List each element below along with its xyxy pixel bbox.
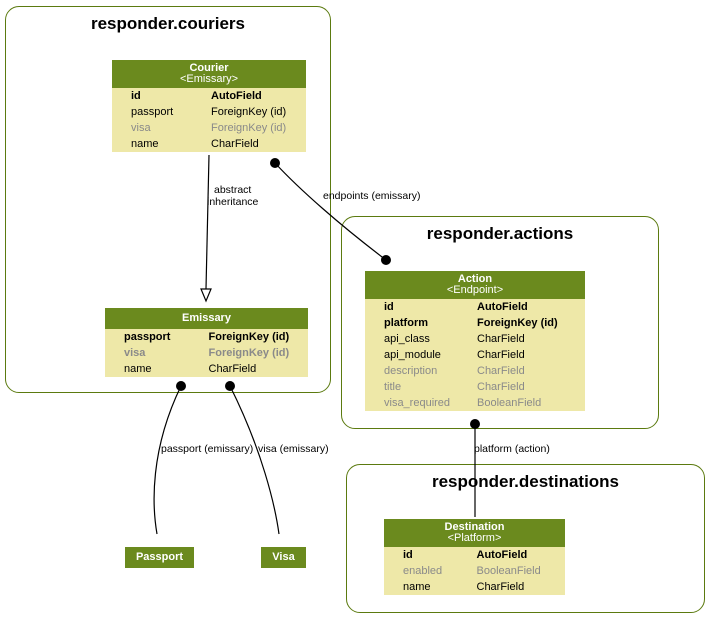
field-type: CharField (477, 365, 525, 377)
edge-endpoints (274, 162, 387, 261)
model-action[interactable]: Action <Endpoint> id AutoField platform For… (364, 270, 586, 412)
field-name: visa (124, 347, 146, 359)
edge-label-abstract: abstract inheritance (207, 184, 259, 208)
field-row: title CharField (365, 379, 585, 395)
field-type: ForeignKey (id) (208, 331, 290, 343)
inheritance-arrowhead (200, 288, 212, 303)
field-name: platform (384, 317, 428, 329)
field-type: ForeignKey (id) (211, 106, 287, 118)
edge-end-dot (225, 381, 235, 391)
field-name: passport (124, 331, 171, 343)
field-type: CharField (208, 363, 257, 375)
field-type: CharField (211, 138, 259, 150)
field-type: ForeignKey (id) (211, 122, 287, 134)
field-type: AutoField (211, 90, 262, 102)
edge-end-dot (270, 158, 280, 168)
field-name: visa (131, 122, 151, 134)
field-type: ForeignKey (id) (208, 347, 290, 359)
edge-label-visa: visa (emissary) (258, 443, 329, 455)
model-parent: <Endpoint> (446, 284, 504, 296)
field-name: description (384, 365, 438, 377)
field-type: BooleanField (476, 565, 541, 577)
field-row: passport ForeignKey (id) (112, 104, 306, 120)
model-visa[interactable]: Visa (260, 546, 307, 569)
field-name: passport (131, 106, 174, 118)
cluster-title-couriers: responder.couriers (90, 14, 245, 33)
cluster-title-actions: responder.actions (426, 224, 574, 243)
field-type: CharField (477, 381, 525, 393)
edge-label-platform: platform (action) (474, 443, 550, 455)
field-row: enabled BooleanField (384, 563, 565, 579)
model-name: Action (457, 273, 493, 285)
field-type: AutoField (476, 549, 528, 561)
field-type: ForeignKey (id) (477, 317, 558, 329)
field-name: name (124, 363, 152, 375)
edge-abstract-inheritance (205, 154, 210, 290)
model-header: Destination <Platform> (384, 519, 565, 547)
field-type: CharField (476, 581, 525, 593)
field-name: api_class (384, 333, 430, 345)
field-name: name (131, 138, 159, 150)
field-name: id (131, 90, 141, 102)
edge-end-dot (176, 381, 186, 391)
field-row: platform ForeignKey (id) (365, 315, 585, 331)
field-row: name CharField (105, 361, 308, 377)
edge-label-passport: passport (emissary) (161, 443, 254, 455)
model-header: Courier <Emissary> (112, 60, 306, 88)
model-fields: id AutoField enabled BooleanField name CharFi… (384, 547, 565, 595)
field-row: name CharField (384, 579, 565, 595)
model-passport[interactable]: Passport (124, 546, 195, 569)
field-type: CharField (477, 333, 525, 345)
field-name: title (384, 381, 402, 393)
field-row: api_module CharField (365, 347, 585, 363)
model-parent: <Emissary> (179, 73, 239, 85)
field-name: id (384, 301, 394, 313)
field-row: passport ForeignKey (id) (105, 329, 308, 345)
edge-passport (153, 385, 182, 535)
field-name: enabled (403, 565, 443, 577)
field-type: BooleanField (477, 397, 542, 409)
model-name: Courier (189, 62, 229, 74)
field-row: visa_required BooleanField (365, 395, 585, 411)
field-type: AutoField (477, 301, 528, 313)
edge-end-dot (470, 419, 480, 429)
model-destination[interactable]: Destination <Platform> id AutoField enable… (383, 518, 566, 596)
cluster-title-destinations: responder.destinations (431, 472, 620, 491)
edge-end-dot (381, 255, 391, 265)
model-name: Emissary (182, 312, 231, 324)
field-type: CharField (477, 349, 525, 361)
model-name: Destination (444, 521, 505, 533)
field-row: name CharField (112, 136, 306, 152)
field-row: visa ForeignKey (id) (112, 120, 306, 136)
field-name: id (403, 549, 413, 561)
edge-visa (229, 385, 280, 535)
field-name: api_module (384, 349, 441, 361)
field-row: description CharField (365, 363, 585, 379)
field-row: id AutoField (365, 299, 585, 315)
model-parent: <Platform> (447, 532, 502, 544)
field-row: id AutoField (112, 88, 306, 104)
field-name: name (403, 581, 431, 593)
edge-label-endpoints: endpoints (emissary) (323, 190, 421, 202)
model-header: Emissary (105, 308, 308, 329)
field-name: visa_required (384, 397, 451, 409)
field-row: api_class CharField (365, 331, 585, 347)
field-row: id AutoField (384, 547, 565, 563)
model-header: Action <Endpoint> (365, 271, 585, 299)
model-fields: id AutoField platform ForeignKey (id) api_cl… (365, 299, 585, 411)
field-row: visa ForeignKey (id) (105, 345, 308, 361)
